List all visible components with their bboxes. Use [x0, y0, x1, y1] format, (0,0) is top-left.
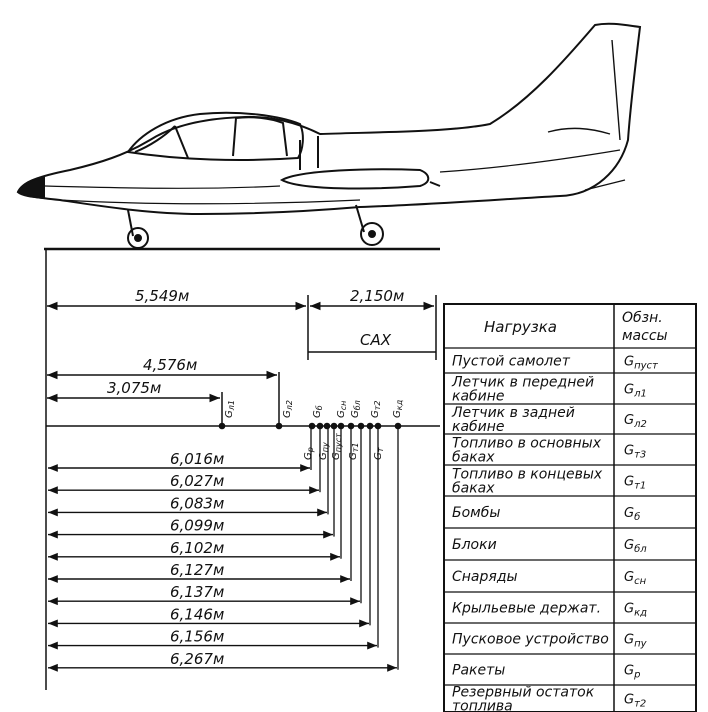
cg-lower-label: Gр [303, 447, 315, 460]
aircraft-drawing [16, 22, 642, 251]
table-load-cell: Летчик в задней [451, 405, 575, 421]
table-load-cell: Пусковое устройство [452, 632, 609, 648]
cg-dimension-label: 6,137м [170, 583, 224, 601]
nose-gear [127, 209, 149, 249]
table-load-cell: кабине [452, 389, 505, 405]
table-symbol-cell: Gсн [624, 570, 647, 587]
table-symbol-cell: Gт1 [624, 475, 646, 492]
table-symbol-cell: Gл1 [624, 383, 647, 400]
cg-dimension-label: 6,027м [170, 472, 224, 490]
reference-lines [45, 250, 437, 690]
cg-dimension-label: 6,267м [170, 650, 224, 668]
table-load-cell: Ракеты [452, 663, 505, 679]
vertical-tail [547, 39, 621, 141]
table-load-cell: Пустой самолет [452, 354, 571, 370]
cg-point [337, 422, 345, 430]
table-load-cell: Топливо в концевых [452, 467, 603, 483]
table-load-cell: Резервный остаток [452, 685, 595, 701]
table-load-cell: Бомбы [452, 505, 500, 521]
table-header-load: Нагрузка [484, 318, 557, 336]
dim-5549-label: 5,549м [135, 287, 189, 305]
fuselage-line [44, 149, 621, 205]
table-symbol-cell: Gпу [624, 633, 648, 650]
table-header-mass: Обзн. [622, 310, 663, 326]
table-header-mass: массы [622, 328, 668, 344]
cg-dimension-label: 6,102м [170, 539, 224, 557]
table-symbol-cell: Gкд [624, 602, 647, 619]
cg-point [308, 422, 316, 430]
cg-point [347, 422, 355, 430]
cg-upper-label: Gкд [392, 399, 404, 418]
cg-upper-label: Gбл [350, 400, 362, 418]
table-frame [443, 303, 697, 712]
cg-point [316, 422, 324, 430]
table-load-cell: баках [452, 481, 495, 497]
cg-point-labels: Gл1Gл2GбGснGблGт2GкдGрGпуGпустGт1Gт [224, 399, 404, 460]
cg-upper-label: Gл2 [282, 400, 294, 418]
dim-2150-label: 2,150м [350, 287, 404, 305]
table-symbol-cell: Gр [624, 664, 640, 681]
cg-upper-label: Gл1 [224, 400, 236, 418]
table-load-cell: Снаряды [452, 569, 518, 585]
table-load-cell: Летчик в передней [451, 375, 594, 391]
dim-4576-label: 4,576м [143, 356, 197, 374]
table-symbol-cell: Gпуст [624, 355, 659, 372]
table-load-cell: топлива [452, 699, 513, 712]
cg-lower-label: Gпу [318, 442, 330, 460]
canopy-frame-1 [134, 125, 189, 159]
cg-dimension-label: 6,016м [170, 450, 224, 468]
top-dimensions [47, 301, 434, 403]
cg-point [357, 422, 365, 430]
cg-upper-label: Gб [312, 405, 324, 418]
cg-lower-label: Gт1 [348, 443, 360, 461]
table-load-cell: кабине [452, 419, 505, 435]
cg-dimension-label: 6,083м [170, 494, 224, 512]
table-symbol-cell: Gбл [624, 538, 647, 555]
cg-dimension-label: 6,127м [170, 561, 224, 579]
fuselage-outline [16, 22, 642, 216]
main-gear [355, 204, 384, 246]
table-symbol-cell: Gл2 [624, 413, 647, 430]
cg-dimensions: 6,016м 6,027м 6,083м 6,099м 6,102м 6,127м 6,13… [48, 428, 399, 672]
cg-point [218, 422, 226, 430]
cg-point [275, 422, 283, 430]
cg-point [394, 422, 402, 430]
cg-points [218, 422, 402, 430]
cg-upper-label: Gсн [336, 401, 348, 418]
wing-root [299, 136, 441, 187]
elevator [584, 179, 626, 191]
cg-dimension-label: 6,146м [170, 605, 224, 623]
table-load-cell: Топливо в основных [452, 436, 602, 452]
canopy [126, 111, 304, 161]
cg-upper-label: Gт2 [370, 401, 382, 419]
table-load-cell: Крыльевые держат. [452, 601, 601, 617]
table-symbol-cell: Gт2 [624, 693, 646, 710]
table-symbol-cell: Gб [624, 506, 640, 523]
table-load-cell: баках [452, 450, 495, 466]
canopy-frame-2 [232, 116, 288, 157]
cg-dimension-label: 6,099м [170, 517, 224, 535]
nose-cone [16, 175, 45, 200]
dim-3075-label: 3,075м [107, 379, 161, 397]
cg-lower-label: Gт [373, 447, 385, 460]
table-load-cell: Блоки [452, 537, 497, 553]
cg-point [366, 422, 374, 430]
table-symbol-cell: Gт3 [624, 444, 646, 461]
cg-point [374, 422, 382, 430]
cg-dimension-label: 6,156м [170, 628, 224, 646]
cg-point [323, 422, 331, 430]
tip-tank [279, 168, 430, 190]
mac-label: САХ [360, 331, 392, 349]
cg-point [330, 422, 338, 430]
